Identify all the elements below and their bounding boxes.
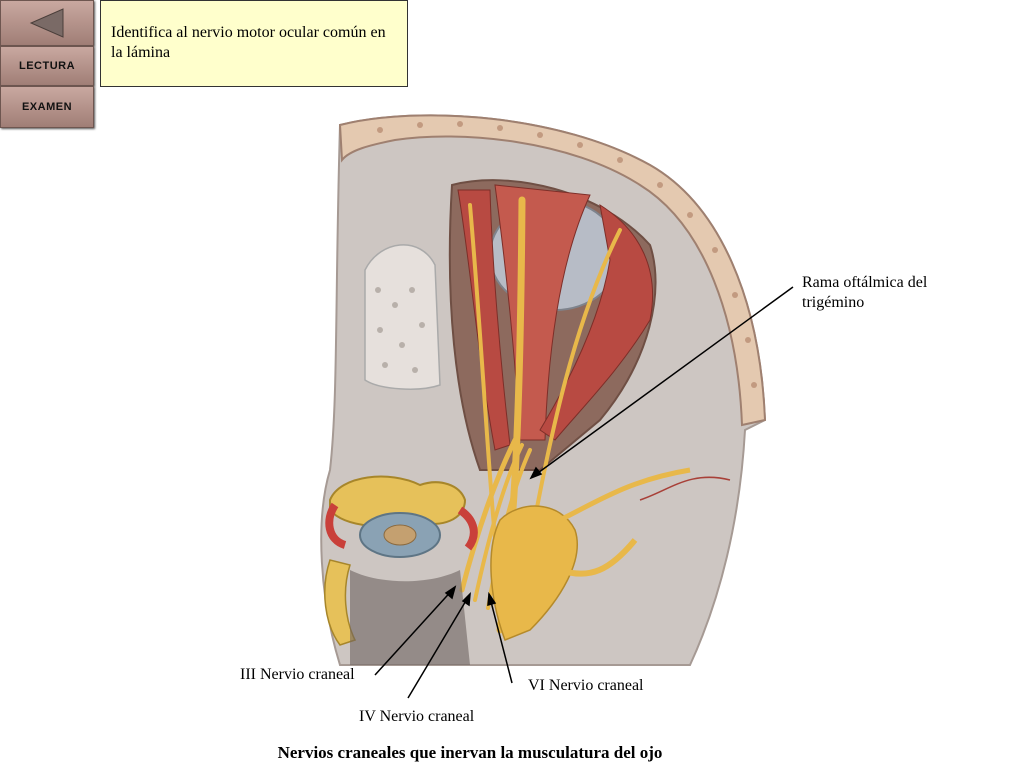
ethmoid-texture [375, 287, 425, 373]
label-cranial-nerve-iii: III Nervio craneal [240, 666, 355, 683]
lectura-button[interactable]: LECTURA [0, 46, 94, 86]
figure-caption: Nervios craneales que inervan la muscula… [277, 743, 663, 762]
lectura-label: LECTURA [18, 60, 76, 72]
carotid-left [325, 502, 347, 549]
rectus-muscle-lateral [539, 203, 654, 441]
examen-label: EXAMEN [21, 101, 73, 113]
trigeminal-ganglion [490, 505, 578, 641]
dorsum-sellae [324, 559, 357, 646]
examen-button[interactable]: EXAMEN [0, 86, 94, 128]
rectus-muscle-medial [457, 189, 511, 451]
instruction-text: Identifica al nervio motor ocular común … [111, 24, 386, 61]
back-button[interactable] [0, 0, 94, 46]
instruction-box: Identifica al nervio motor ocular común … [100, 0, 408, 87]
carotid-right [457, 506, 478, 551]
bone-texture [377, 121, 757, 388]
label-ophthalmic-branch: Rama oftálmica del trigémino [802, 274, 928, 311]
maxillary-branch [558, 467, 691, 523]
label-cranial-nerve-vi: VI Nervio craneal [528, 677, 644, 694]
middle-meningeal-vessel [639, 476, 731, 501]
leader-lines [374, 286, 794, 699]
mandibular-branch [559, 538, 638, 577]
left-triangle-icon [29, 8, 64, 38]
clivus-shadow [350, 570, 470, 665]
skull-cortex [338, 114, 767, 427]
ethmoid-cells [364, 244, 441, 390]
label-cranial-nerve-iv: IV Nervio craneal [359, 708, 475, 725]
pituitary-gland [383, 524, 417, 546]
